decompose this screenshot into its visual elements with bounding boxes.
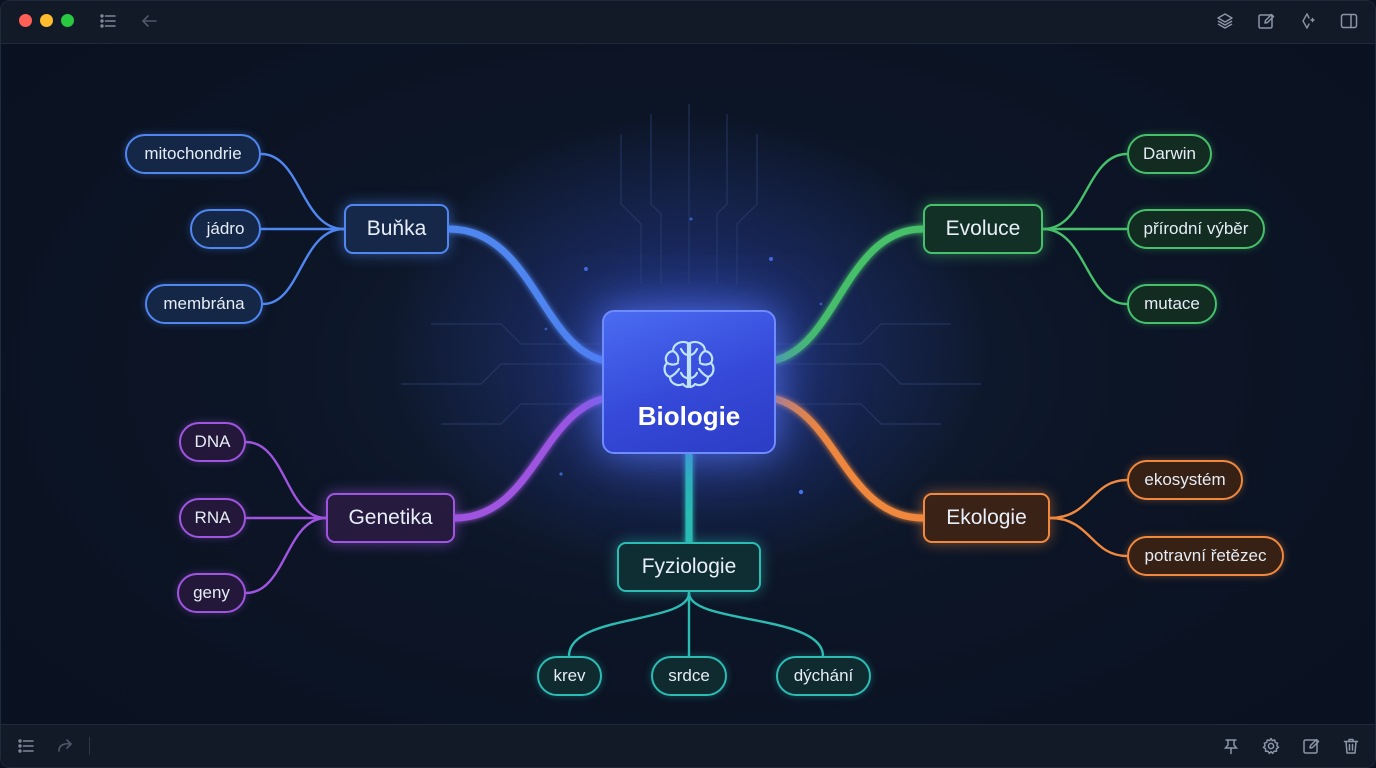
link-fyziologie-krev — [567, 591, 691, 658]
pin-icon[interactable] — [1220, 735, 1242, 757]
leaf-node-prirodni-vyber[interactable]: přírodní výběr — [1127, 209, 1265, 249]
redo-icon[interactable] — [54, 735, 76, 757]
link-evoluce-darwin — [1041, 152, 1129, 231]
list-icon[interactable] — [15, 735, 37, 757]
sparkle-dots — [544, 217, 823, 495]
link-center-evoluce — [772, 225, 927, 364]
branch-node-ekologie[interactable]: Ekologie — [923, 493, 1050, 543]
leaf-node-dychani[interactable]: dýchání — [776, 656, 871, 696]
branch-node-fyziologie[interactable]: Fyziologie — [617, 542, 761, 592]
leaf-node-darwin[interactable]: Darwin — [1127, 134, 1212, 174]
leaf-node-ekosystem[interactable]: ekosystém — [1127, 460, 1243, 500]
close-window-button[interactable] — [19, 14, 32, 27]
link-genetika-geny — [244, 516, 328, 595]
leaf-node-srdce[interactable]: srdce — [651, 656, 727, 696]
leaf-node-membrana[interactable]: membrána — [145, 284, 263, 324]
bottom-toolbar — [1, 724, 1375, 767]
link-ekologie-potravni-retezec — [1048, 516, 1129, 558]
trash-icon[interactable] — [1340, 735, 1362, 757]
layers-icon[interactable] — [1214, 10, 1236, 32]
leaf-node-rna[interactable]: RNA — [179, 498, 246, 538]
link-genetika-dna — [244, 440, 328, 520]
leaf-node-dna[interactable]: DNA — [179, 422, 246, 462]
brain-icon — [663, 340, 715, 388]
branch-node-genetika[interactable]: Genetika — [326, 493, 455, 543]
gear-icon[interactable] — [1260, 735, 1282, 757]
minimize-window-button[interactable] — [40, 14, 53, 27]
branch-node-evoluce[interactable]: Evoluce — [923, 204, 1043, 254]
edit-icon[interactable] — [1300, 735, 1322, 757]
leaf-node-geny[interactable]: geny — [177, 573, 246, 613]
center-node-label: Biologie — [637, 400, 741, 431]
link-bunka-mitochondrie — [259, 152, 346, 231]
link-ekologie-ekosystem — [1048, 478, 1129, 520]
leaf-node-mitochondrie[interactable]: mitochondrie — [125, 134, 261, 174]
leaf-node-jadro[interactable]: jádro — [190, 209, 261, 249]
link-center-genetika — [451, 395, 606, 522]
leaf-node-mutace[interactable]: mutace — [1127, 284, 1217, 324]
link-center-ekologie — [772, 395, 927, 522]
edit-icon[interactable] — [1255, 10, 1277, 32]
center-node[interactable]: Biologie — [602, 310, 776, 454]
link-bunka-membrana — [261, 227, 346, 306]
link-fyziologie-dychani — [687, 591, 825, 658]
back-arrow-icon[interactable] — [138, 10, 160, 32]
leaf-node-krev[interactable]: krev — [537, 656, 602, 696]
sidebar-toggle-icon[interactable] — [1338, 10, 1360, 32]
branch-node-bunka[interactable]: Buňka — [344, 204, 449, 254]
maximize-window-button[interactable] — [61, 14, 74, 27]
list-icon[interactable] — [97, 10, 119, 32]
circuit-traces — [401, 104, 981, 425]
magic-icon[interactable] — [1296, 10, 1318, 32]
mindmap-canvas: Biologie Buňka Evoluce Genetika Ekologie… — [1, 44, 1375, 726]
title-bar — [1, 1, 1375, 44]
link-center-bunka — [445, 225, 606, 364]
toolbar-divider — [89, 737, 90, 755]
link-evoluce-mutace — [1041, 227, 1129, 306]
leaf-node-potravni-retezec[interactable]: potravní řetězec — [1127, 536, 1284, 576]
